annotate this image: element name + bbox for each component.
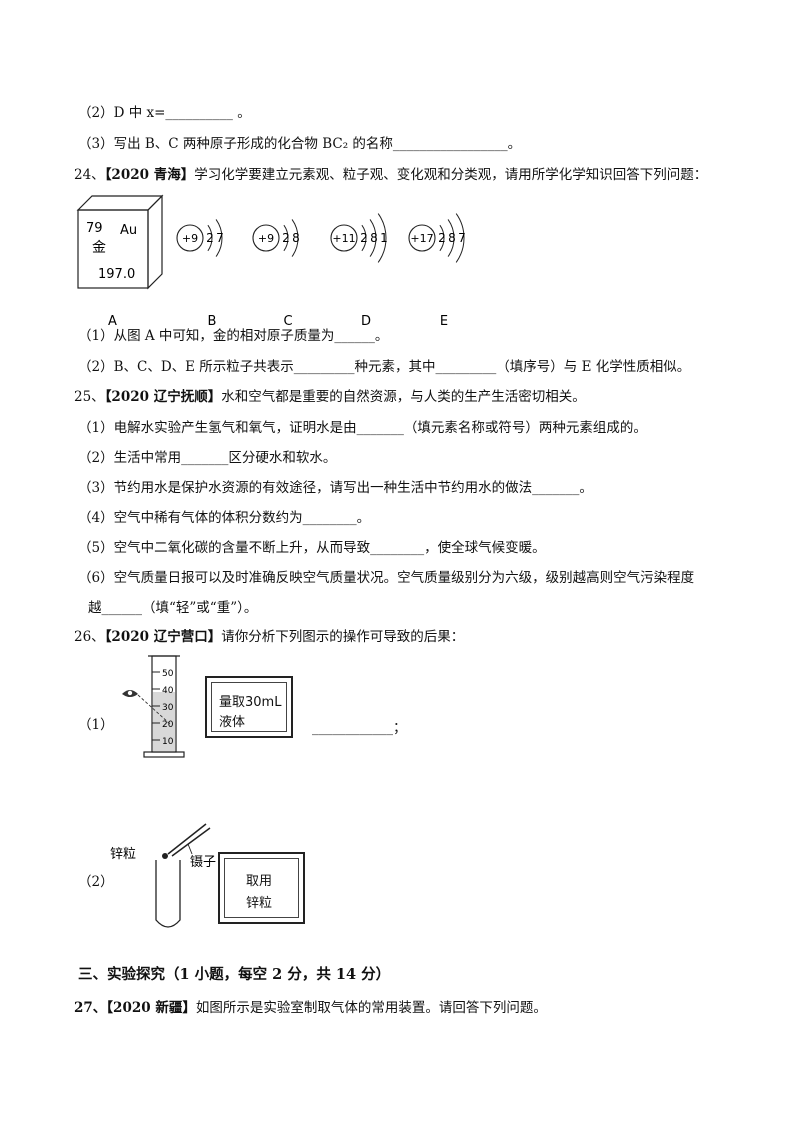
electron-shell-arc bbox=[369, 219, 377, 257]
q25-part4: （4）空气中稀有气体的体积分数约为________。 bbox=[78, 510, 371, 526]
nucleus-circle bbox=[330, 224, 358, 252]
q25-part6-line2: 越______（填“轻”或“重”）。 bbox=[88, 600, 258, 616]
zinc-test-tube-figure: 锌粒 镊子 bbox=[110, 823, 216, 928]
atom-label: C bbox=[283, 314, 292, 329]
electron-shell-arc bbox=[291, 219, 299, 257]
shell-electron-count: 2 bbox=[438, 231, 446, 245]
q24-part1: （1）从图 A 中可知，金的相对原子质量为______。 bbox=[78, 328, 389, 344]
electron-shell-arc bbox=[377, 213, 387, 263]
nucleus-charge: +9 bbox=[182, 232, 198, 245]
nucleus-charge: +9 bbox=[258, 232, 274, 245]
gold-symbol: Au bbox=[120, 223, 137, 238]
atom-label: E bbox=[440, 314, 448, 329]
q26-source-tag: 【2020 辽宁营口】 bbox=[104, 629, 222, 645]
q23-part2: （2）D 中 x=__________ 。 bbox=[78, 105, 251, 121]
q23-part3: （3）写出 B、C 两种原子形成的化合物 BC₂ 的名称____________… bbox=[78, 136, 522, 152]
shell-electron-count: 2 bbox=[360, 231, 368, 245]
q24-stem: 24、【2020 青海】学习化学要建立元素观、粒子观、变化观和分类观，请用所学化… bbox=[74, 163, 707, 183]
shell-electron-count: 7 bbox=[458, 231, 466, 245]
q25-part2: （2）生活中常用_______区分硬水和软水。 bbox=[78, 450, 337, 466]
q27-number: 27、 bbox=[74, 1000, 107, 1016]
zinc-operation-box: 取用 锌粒 bbox=[218, 852, 305, 924]
q26-part1-blank: ____________； bbox=[312, 720, 407, 736]
q26-part2-label: （2） bbox=[78, 874, 114, 890]
q26-number: 26、 bbox=[74, 629, 105, 645]
q26-text: 请你分析下列图示的操作可导致的后果： bbox=[221, 629, 465, 645]
q26-part1-label: （1） bbox=[78, 717, 114, 733]
shell-electron-count: 8 bbox=[292, 231, 300, 245]
electron-shell-arc bbox=[361, 224, 367, 252]
zinc-label: 锌粒 bbox=[110, 847, 136, 862]
cylinder-tick-label: 40 bbox=[162, 686, 174, 696]
q25-text: 水和空气都是重要的自然资源，与人类的生产生活密切相关。 bbox=[221, 389, 586, 405]
shell-electron-count: 2 bbox=[282, 231, 290, 245]
gold-atomic-number: 79 bbox=[86, 221, 103, 236]
q26-stem: 26、【2020 辽宁营口】请你分析下列图示的操作可导致的后果： bbox=[74, 625, 464, 645]
q27-stem: 27、【2020 新疆】如图所示是实验室制取气体的常用装置。请回答下列问题。 bbox=[74, 996, 547, 1016]
shell-electron-count: 2 bbox=[206, 231, 214, 245]
electron-shell-arc bbox=[283, 224, 289, 252]
q24-number: 24、 bbox=[74, 167, 105, 183]
nucleus-charge: +11 bbox=[332, 232, 355, 245]
cylinder-scale: 50 40 30 20 10 bbox=[152, 669, 174, 747]
cylinder-tick-label: 50 bbox=[162, 669, 174, 679]
q24-source-tag: 【2020 青海】 bbox=[104, 167, 195, 183]
q25-source-tag: 【2020 辽宁抚顺】 bbox=[104, 389, 222, 405]
atom-label: D bbox=[361, 314, 371, 329]
cylinder-operation-box: 量取30mL 液体 bbox=[205, 676, 293, 738]
cylinder-tick-label: 10 bbox=[162, 737, 174, 747]
electron-shell-arc bbox=[215, 219, 223, 257]
zinc-box-line1: 取用 bbox=[246, 874, 273, 889]
atom-label: B bbox=[208, 314, 217, 329]
q25-stem: 25、【2020 辽宁抚顺】水和空气都是重要的自然资源，与人类的生产生活密切相关… bbox=[74, 385, 586, 405]
graduated-cylinder-figure: 50 40 30 20 10 bbox=[122, 655, 185, 758]
figure-a-label: A bbox=[108, 314, 117, 329]
q27-source-tag: 【2020 新疆】 bbox=[106, 1000, 196, 1016]
nucleus-circle bbox=[252, 224, 280, 252]
zinc-box-line2: 锌粒 bbox=[246, 896, 273, 911]
shell-electron-count: 8 bbox=[370, 231, 378, 245]
eye-icon bbox=[122, 690, 138, 697]
q24-part2: （2）B、C、D、E 所示粒子共表示_________种元素，其中_______… bbox=[78, 359, 691, 375]
electron-shell-arc bbox=[447, 219, 455, 257]
tweezers-label: 镊子 bbox=[190, 855, 216, 870]
section-heading: 三、实验探究（1 小题，每空 2 分，共 14 分） bbox=[78, 966, 391, 983]
gold-mass: 197.0 bbox=[98, 267, 135, 282]
q24-text: 学习化学要建立元素观、粒子观、变化观和分类观，请用所学化学知识回答下列问题： bbox=[194, 167, 708, 183]
q25-number: 25、 bbox=[74, 389, 105, 405]
shell-electron-count: 7 bbox=[216, 231, 224, 245]
q25-part6-line1: （6）空气质量日报可以及时准确反映空气质量状况。空气质量级别分为六级，级别越高则… bbox=[78, 570, 695, 586]
nucleus-charge: +17 bbox=[410, 232, 433, 245]
q25-part1: （1）电解水实验产生氢气和氧气，证明水是由_______（填元素名称或符号）两种… bbox=[78, 420, 647, 436]
q25-part5: （5）空气中二氧化碳的含量不断上升，从而导致________，使全球气候变暖。 bbox=[78, 540, 546, 556]
electron-shell-arc bbox=[455, 213, 465, 263]
gold-element-cube: 79 Au 金 197.0 A bbox=[76, 194, 164, 329]
shell-electron-count: 8 bbox=[448, 231, 456, 245]
electron-shell-arc bbox=[207, 224, 213, 252]
q27-text: 如图所示是实验室制取气体的常用装置。请回答下列问题。 bbox=[195, 1000, 547, 1016]
nucleus-circle bbox=[176, 224, 204, 252]
cylinder-box-line2: 液体 bbox=[219, 715, 246, 730]
cylinder-tick-label: 20 bbox=[162, 720, 174, 730]
nucleus-circle bbox=[408, 224, 436, 252]
electron-shell-arc bbox=[439, 224, 445, 252]
gold-name: 金 bbox=[92, 240, 106, 256]
q25-part3: （3）节约用水是保护水资源的有效途径，请写出一种生活中节约用水的做法______… bbox=[78, 480, 593, 496]
cylinder-box-line1: 量取30mL bbox=[219, 695, 282, 710]
cylinder-tick-label: 30 bbox=[162, 703, 174, 713]
shell-electron-count: 1 bbox=[380, 231, 388, 245]
